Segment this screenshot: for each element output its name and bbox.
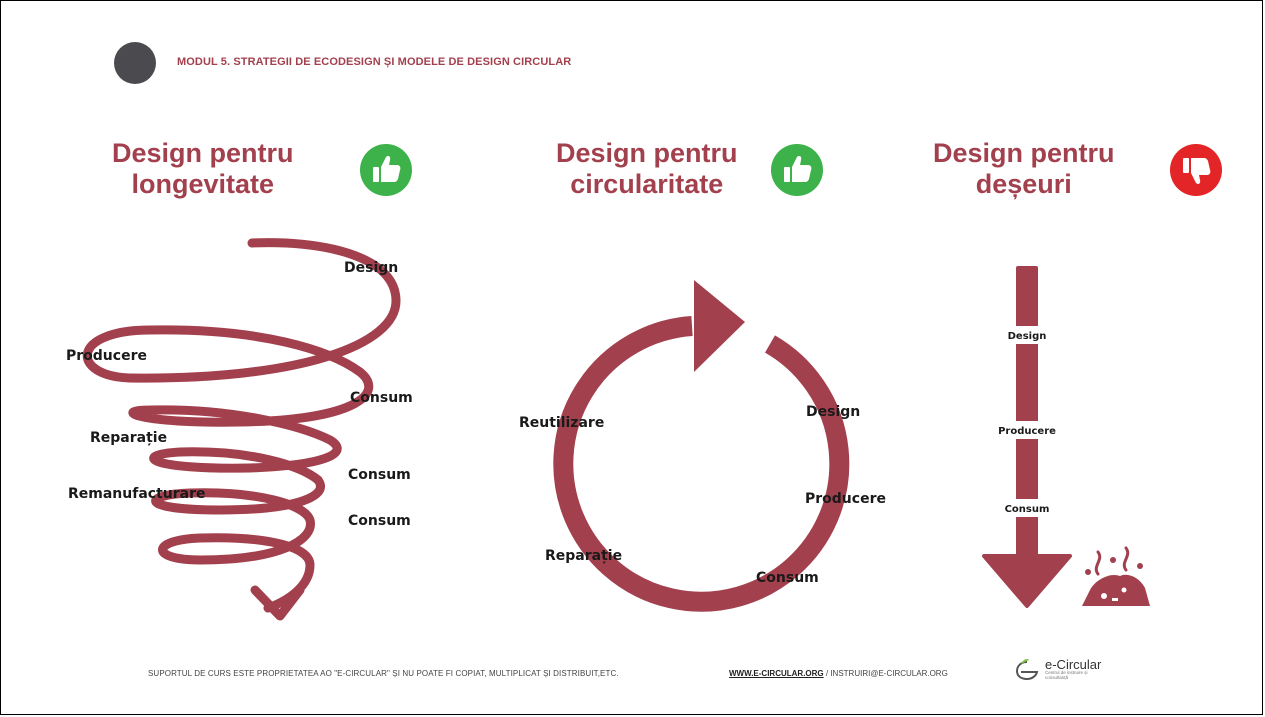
title-waste-line2: deșeuri [975, 169, 1072, 199]
title-longevity-line2: longevitate [131, 169, 275, 199]
footer-contact: WWW.E-CIRCULAR.ORG / INSTRUIRI@E-CIRCULA… [729, 669, 948, 678]
title-circularity-line1: Design pentru [556, 138, 738, 168]
title-longevity-line1: Design pentru [112, 138, 294, 168]
thumbs-up-icon [771, 144, 823, 196]
title-circularity: Design pentru circularitate [556, 138, 738, 200]
cycle-arrowhead [694, 280, 745, 372]
title-waste-line1: Design pentru [933, 138, 1115, 168]
website-link[interactable]: WWW.E-CIRCULAR.ORG [729, 669, 824, 678]
logo-tagline: Centrul de instruire și consultanță [1045, 670, 1088, 680]
title-circularity-line2: circularitate [570, 169, 724, 199]
logo-name: e-Circular [1045, 657, 1102, 672]
cycle-label-producere: Producere [805, 491, 886, 507]
cycle-ring [553, 316, 850, 612]
thumbs-down-icon [1170, 144, 1222, 196]
waste-pile-icon [1082, 546, 1150, 606]
e-circular-logo: e-Circular Centrul de instruire și consu… [1015, 654, 1101, 684]
linear-label-consum: Consum [1005, 504, 1050, 515]
cycle-label-reutilizare: Reutilizare [519, 415, 604, 431]
cycle-label-design: Design [806, 404, 860, 420]
title-waste: Design pentru deșeuri [933, 138, 1115, 200]
linear-label-design: Design [1008, 331, 1047, 342]
cycle-label-consum: Consum [756, 570, 819, 586]
spiral-label-producere: Producere [66, 348, 147, 364]
header-dot [114, 42, 156, 84]
linear-label-producere: Producere [998, 426, 1056, 437]
spiral-label-consum-3: Consum [348, 513, 411, 529]
module-title: MODUL 5. STRATEGII DE ECODESIGN ȘI MODEL… [177, 56, 572, 68]
thumbs-up-icon [360, 144, 412, 196]
spiral-label-remanufacturare: Remanufacturare [68, 486, 206, 502]
spiral-label-consum-2: Consum [348, 467, 411, 483]
spiral-label-reparatie: Reparație [90, 430, 167, 446]
title-longevity: Design pentru longevitate [112, 138, 294, 200]
spiral-label-design: Design [344, 260, 398, 276]
email-text: / INSTRUIRI@E-CIRCULAR.ORG [823, 669, 948, 678]
spiral-arrowhead [250, 585, 305, 621]
copyright-notice: SUPORTUL DE CURS ESTE PROPRIETATEA AO "E… [148, 669, 619, 678]
cycle-label-reparatie: Reparație [545, 548, 622, 564]
spiral-label-consum-1: Consum [350, 390, 413, 406]
e-circular-logo-icon [1015, 659, 1039, 680]
